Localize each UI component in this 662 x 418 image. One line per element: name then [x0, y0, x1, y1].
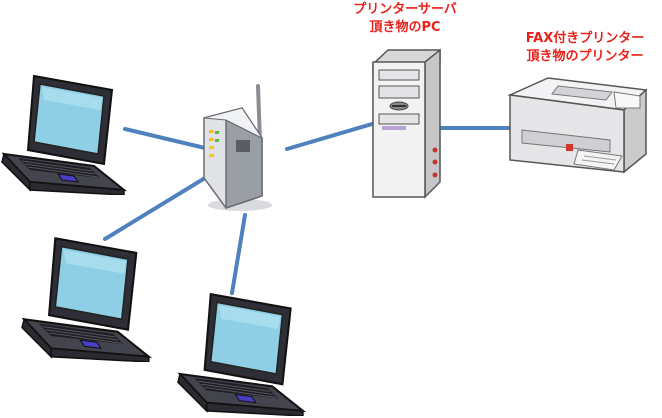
laptop-icon — [176, 293, 304, 416]
network-links — [103, 122, 510, 295]
fax-printer-label-line2: 頂き物のプリンター — [526, 49, 644, 64]
laptop-icon — [1, 75, 125, 195]
router-icon — [203, 84, 272, 211]
link-router-server — [285, 122, 374, 151]
link-laptop-2-router — [103, 176, 207, 241]
printer-icon — [507, 77, 648, 174]
printer-server-label-line2: 頂き物のPC — [369, 20, 441, 35]
laptop-icon — [21, 237, 150, 362]
printer-server-label-line1: プリンターサーバ — [353, 2, 457, 17]
fax-printer-label-line1: FAX付きプリンター — [525, 31, 645, 46]
fax-printer-label: FAX付きプリンター 頂き物のプリンター — [510, 30, 660, 66]
link-laptop-1-router — [123, 127, 207, 150]
link-laptop-3-router — [230, 213, 247, 295]
tower-pc-icon — [372, 48, 441, 199]
printer-server-label: プリンターサーバ 頂き物のPC — [340, 1, 470, 37]
